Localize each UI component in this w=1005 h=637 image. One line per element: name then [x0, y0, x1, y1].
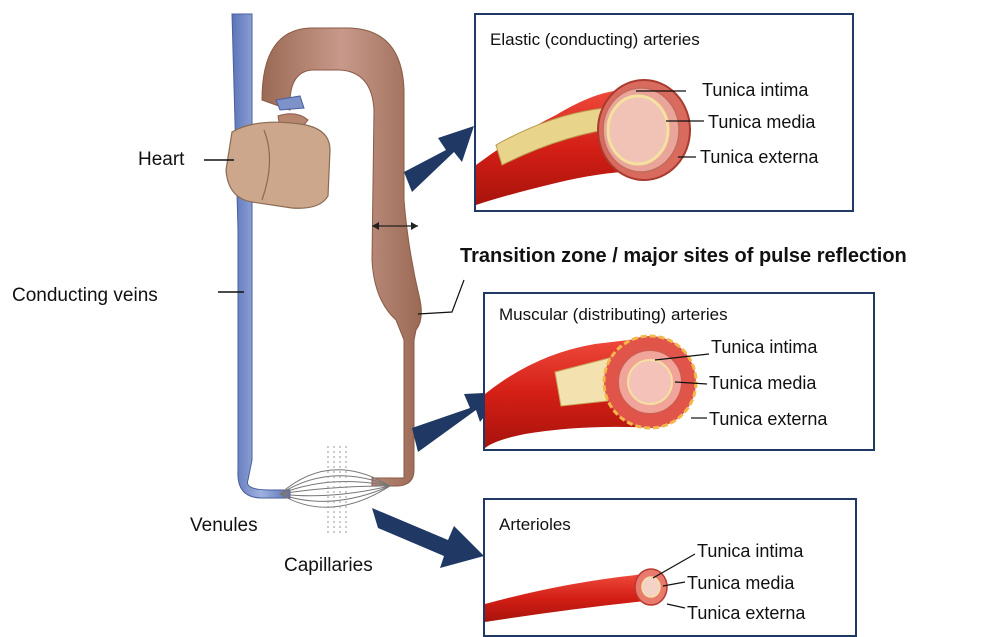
muscular-media-label: Tunica media: [709, 374, 816, 392]
elastic-externa-label: Tunica externa: [700, 148, 818, 166]
capillaries-label: Capillaries: [284, 556, 373, 575]
arrow-to-elastic: [404, 126, 474, 192]
heart-shape: [226, 122, 330, 208]
muscular-externa-label: Tunica externa: [709, 410, 827, 428]
arrow-to-arterioles: [372, 508, 484, 568]
conducting-veins-label: Conducting veins: [12, 286, 158, 305]
aorta: [262, 28, 421, 486]
venules-label: Venules: [190, 516, 258, 535]
capillary-network: [280, 470, 390, 507]
arterioles-panel: Arterioles Tunica intima Tunica media Tu…: [483, 498, 857, 637]
arterioles-intima-label: Tunica intima: [697, 542, 803, 560]
muscular-intima-label: Tunica intima: [711, 338, 817, 356]
heart-label: Heart: [138, 150, 184, 169]
arterioles-externa-label: Tunica externa: [687, 604, 805, 622]
elastic-arteries-panel: Elastic (conducting) arteries Tunica int…: [474, 13, 854, 212]
transition-zone-label: Transition zone / major sites of pulse r…: [460, 246, 907, 266]
elastic-intima-label: Tunica intima: [702, 81, 808, 99]
elastic-media-label: Tunica media: [708, 113, 815, 131]
arterioles-media-label: Tunica media: [687, 574, 794, 592]
muscular-arteries-panel: Muscular (distributing) arteries Tunica …: [483, 292, 875, 451]
